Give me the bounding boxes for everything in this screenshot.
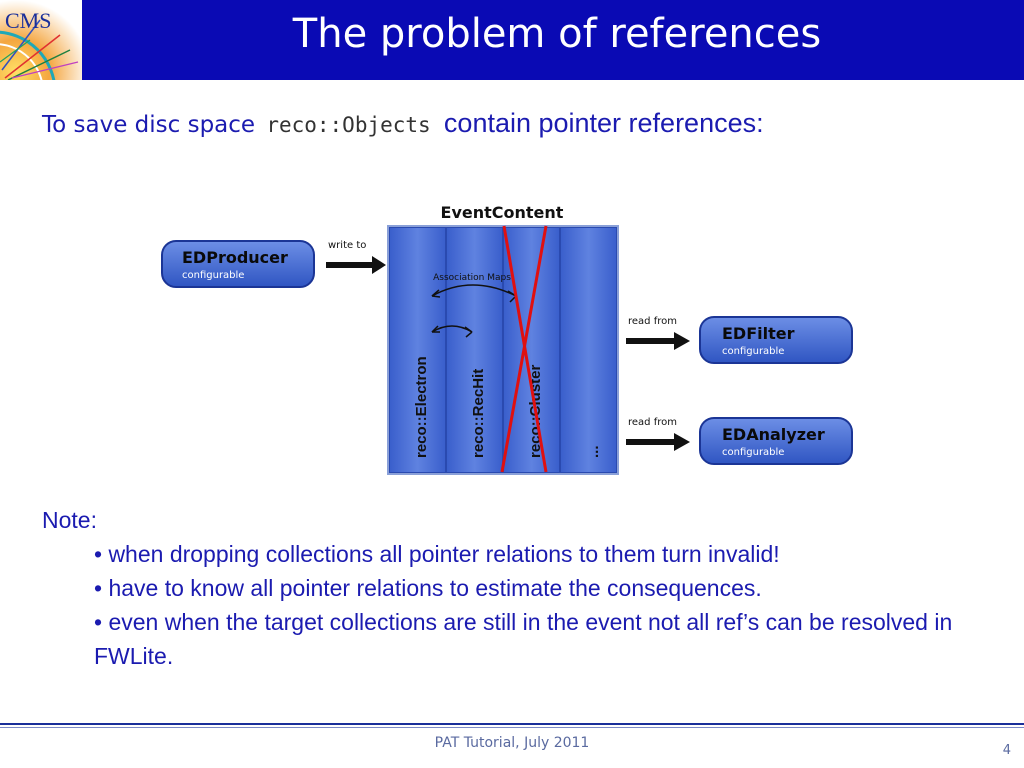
cms-logo: CMS	[0, 0, 82, 80]
read-from-label-1: read from	[628, 316, 677, 327]
association-maps-label: Association Maps	[433, 273, 511, 283]
column-more	[561, 228, 616, 472]
intro-prefix: To save disc space	[42, 112, 256, 138]
association-arrow-long	[431, 284, 517, 297]
read-from-arrow-2	[626, 433, 690, 451]
edanalyzer-sub: configurable	[722, 447, 784, 458]
read-from-arrow-1	[626, 332, 690, 350]
edfilter-box	[699, 316, 853, 364]
footer-text: PAT Tutorial, July 2011	[434, 735, 590, 751]
intro-line: To save disc space reco::Objects contain…	[42, 108, 764, 139]
note-bullet: • have to know all pointer relations to …	[94, 575, 762, 601]
column-label-electron: reco::Electron	[413, 356, 430, 458]
cross-line-2	[500, 225, 548, 473]
edanalyzer-name: EDAnalyzer	[722, 425, 825, 444]
event-content-diagram: EventContent Association Maps reco::Elec…	[161, 203, 853, 475]
column-cluster	[504, 228, 559, 472]
footer-rule	[0, 723, 1024, 725]
intro-suffix: contain pointer references:	[443, 108, 764, 138]
column-electron	[390, 228, 445, 472]
note-bullet: • when dropping collections all pointer …	[94, 541, 780, 567]
edfilter-sub: configurable	[722, 346, 784, 357]
note-heading: Note:	[42, 507, 97, 533]
arrowhead-left	[431, 289, 441, 298]
write-to-label: write to	[328, 240, 366, 251]
page-number: 4	[1002, 743, 1011, 758]
cms-logo-graphic	[0, 0, 82, 80]
title-bar: CMS The problem of references	[0, 0, 1024, 80]
column-label-more: ...	[585, 445, 602, 458]
write-to-arrow	[326, 256, 386, 274]
footer-rule-thin	[0, 727, 1024, 728]
logo-text: CMS	[5, 8, 52, 33]
column-rechit	[447, 228, 502, 472]
slide-title: The problem of references	[292, 11, 822, 57]
intro-code: reco::Objects	[266, 113, 431, 137]
note-bullets: • when dropping collections all pointer …	[42, 537, 982, 673]
edproducer-name: EDProducer	[182, 248, 288, 267]
edproducer-sub: configurable	[182, 270, 244, 281]
arrowhead-left-2	[431, 325, 440, 333]
read-from-label-2: read from	[628, 417, 677, 428]
column-label-rechit: reco::RecHit	[470, 369, 487, 458]
arrowhead-right-2	[464, 326, 473, 338]
event-content-label: EventContent	[441, 203, 564, 222]
note-section: Note: • when dropping collections all po…	[42, 503, 982, 673]
edproducer-box	[161, 240, 315, 288]
edanalyzer-box	[699, 417, 853, 465]
edfilter-name: EDFilter	[722, 324, 795, 343]
note-bullet: • even when the target collections are s…	[94, 609, 953, 669]
